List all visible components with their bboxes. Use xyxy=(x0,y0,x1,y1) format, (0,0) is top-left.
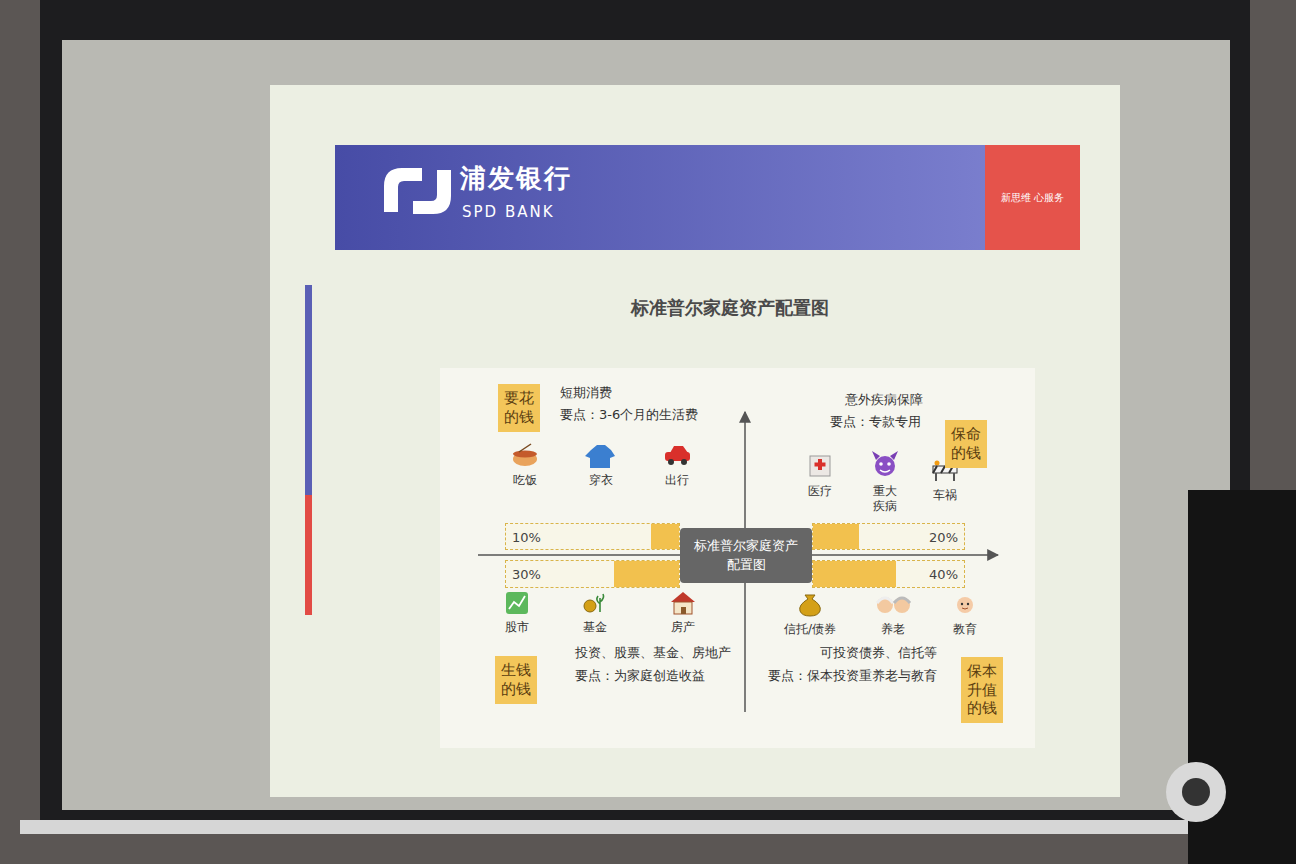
center-text: 标准普尔家庭资产配置图 xyxy=(690,536,802,575)
icon-caption: 信托/债券 xyxy=(784,622,836,637)
bank-name-en: SPD BANK xyxy=(462,203,555,221)
quadrant-note: 要点：为家庭创造收益 xyxy=(575,668,705,684)
icon-caption: 医疗 xyxy=(808,484,832,499)
hospital-icon xyxy=(810,456,830,476)
devil-icon xyxy=(872,451,898,476)
quadrant-note: 要点：专款专用 xyxy=(830,414,921,430)
screen-casing xyxy=(40,0,1250,828)
car-icon xyxy=(665,446,690,465)
category-tag: 保命的钱 xyxy=(945,420,987,468)
slogan-text: 新思维 心服务 xyxy=(1001,191,1064,205)
bank-name: 浦发银行 xyxy=(460,161,572,196)
tag-text: 保命的钱 xyxy=(951,425,981,463)
tag-text: 要花的钱 xyxy=(504,389,534,427)
slide xyxy=(270,85,1120,797)
center-box: 标准普尔家庭资产配置图 xyxy=(680,528,812,583)
percent-bar: 20% xyxy=(812,523,965,550)
bank-logo xyxy=(384,168,451,214)
bar-fill xyxy=(651,524,679,549)
quadrant-note: 短期消费 xyxy=(560,385,612,401)
diagram-panel xyxy=(440,368,1035,748)
tag-text: 生钱的钱 xyxy=(501,661,531,699)
percent-text: 20% xyxy=(929,529,958,544)
percent-bar: 30% xyxy=(505,560,680,588)
shirt-icon xyxy=(585,445,615,468)
stock-chart-icon xyxy=(506,592,528,614)
elderly-couple-icon xyxy=(877,597,910,613)
header-band-fill xyxy=(335,145,1080,250)
percent-text: 30% xyxy=(512,567,541,582)
category-tag: 保本升值的钱 xyxy=(961,657,1003,723)
percent-text: 40% xyxy=(929,567,958,582)
icon-caption: 股市 xyxy=(505,620,529,635)
accent-bar-red xyxy=(305,495,312,615)
icon-caption: 重大疾病 xyxy=(871,484,899,514)
slogan-box: 新思维 心服务 xyxy=(985,145,1080,250)
category-tag: 生钱的钱 xyxy=(495,656,537,704)
house-icon xyxy=(671,592,695,614)
quadrant-note: 意外疾病保障 xyxy=(845,392,923,408)
screen-bottom-bar xyxy=(20,820,1270,834)
slide-title: 标准普尔家庭资产配置图 xyxy=(631,296,829,320)
icon-caption: 穿衣 xyxy=(589,473,613,488)
icon-caption: 房产 xyxy=(671,620,695,635)
quadrant-note: 可投资债券、信托等 xyxy=(820,645,937,661)
tag-text: 保本升值的钱 xyxy=(967,662,997,718)
quadrant-note: 要点：3-6个月的生活费 xyxy=(560,407,698,423)
camera xyxy=(1166,762,1226,822)
icon-caption: 吃饭 xyxy=(513,473,537,488)
icon-caption: 车祸 xyxy=(933,488,957,503)
bar-fill xyxy=(813,524,859,549)
percent-text: 10% xyxy=(512,529,541,544)
screen-surface xyxy=(62,40,1230,810)
fund-icon xyxy=(584,594,604,612)
icon-caption: 基金 xyxy=(583,620,607,635)
bowl-icon xyxy=(513,444,537,466)
bar-fill xyxy=(813,561,896,587)
accent-bar-blue xyxy=(305,285,312,495)
percent-bar: 10% xyxy=(505,523,680,550)
percent-bar: 40% xyxy=(812,560,965,588)
money-bag-icon xyxy=(800,595,821,616)
category-tag: 要花的钱 xyxy=(498,384,540,432)
quadrant-note: 要点：保本投资重养老与教育 xyxy=(768,668,937,684)
baby-icon xyxy=(957,597,973,613)
icon-caption: 出行 xyxy=(665,473,689,488)
header-band: 新思维 心服务 浦发银行 SPD BANK xyxy=(335,145,1080,250)
icon-caption: 养老 xyxy=(881,622,905,637)
bar-fill xyxy=(614,561,679,587)
quadrant-note: 投资、股票、基金、房地产 xyxy=(575,645,731,661)
icon-caption: 教育 xyxy=(953,622,977,637)
